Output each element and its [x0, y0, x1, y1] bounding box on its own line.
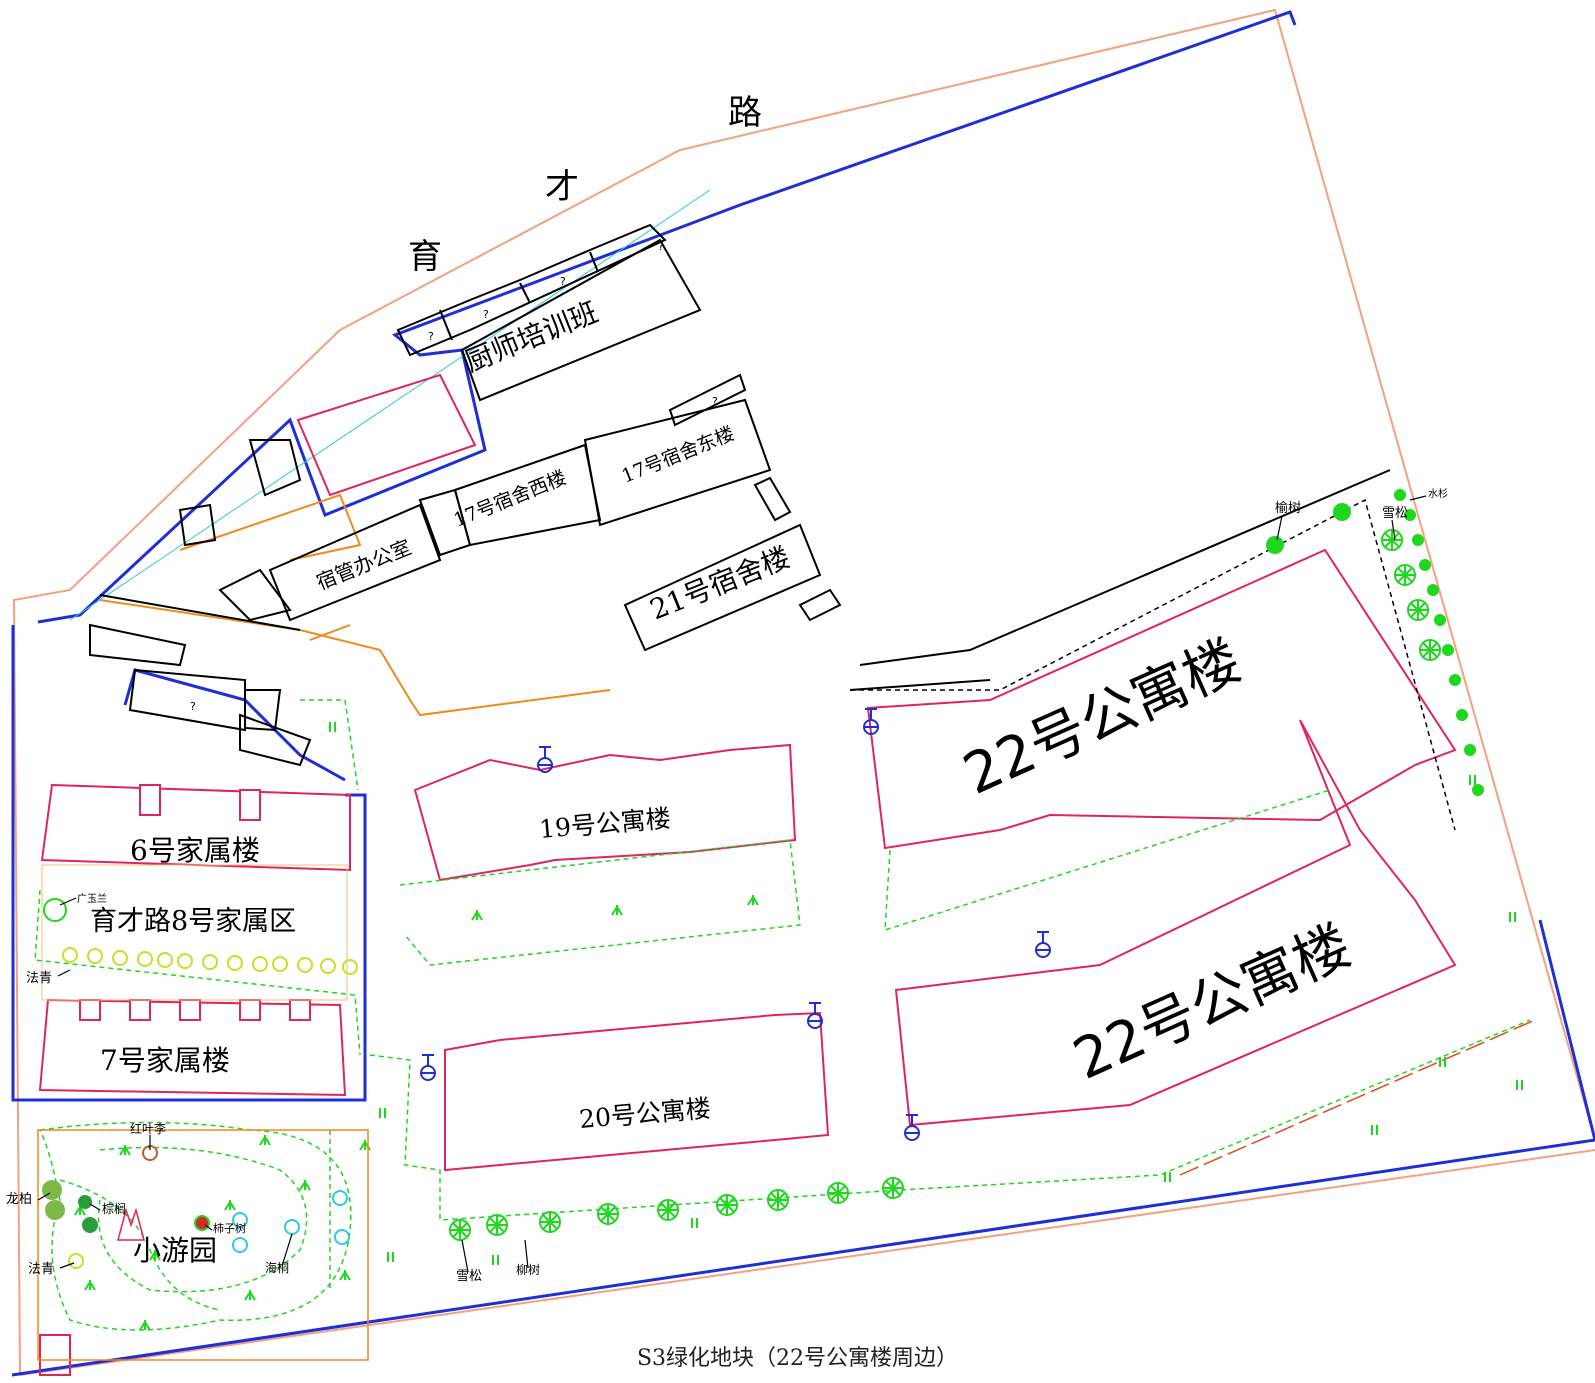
label-unknown-4: ?	[658, 240, 664, 253]
site-boundary	[11, 10, 1595, 1377]
label-persimmon: 柿子树	[213, 1221, 246, 1235]
road-char-3: 路	[728, 93, 762, 133]
blue-valves	[420, 708, 1051, 1141]
plane-tree-row	[62, 947, 358, 975]
paulownia-symbols	[232, 1190, 350, 1253]
map-labels: 育 才 路 厨师培训班 17号宿舍西楼 17号宿舍东楼 宿管办公室 21号宿舍楼…	[6, 93, 1448, 1284]
label-metasequoia: 水杉	[1428, 487, 1448, 500]
label-cedar: 雪松	[1382, 506, 1408, 521]
grass-markers	[329, 722, 1523, 1265]
cedar-symbols	[449, 529, 1441, 1241]
road-edge-lines	[12, 8, 1595, 1376]
label-family7: 7号家属楼	[100, 1044, 230, 1077]
road-char-1: 育	[408, 237, 442, 277]
label-plane-tree: 法青	[26, 971, 52, 986]
label-dorm17-west: 17号宿舍西楼	[451, 467, 570, 532]
label-plane-tree-2: 法青	[28, 1262, 54, 1277]
label-unknown-5: ?	[712, 395, 718, 408]
red-dashed-line	[1179, 1019, 1536, 1176]
grass-tufts	[74, 895, 759, 1331]
label-unknown-3: ?	[560, 275, 566, 288]
label-apt19: 19号公寓楼	[538, 804, 672, 844]
label-unknown-1: ?	[428, 330, 434, 343]
label-paulownia: 海桐	[265, 1260, 289, 1275]
label-dorm21: 21号宿舍楼	[645, 541, 794, 627]
garden-trees	[42, 898, 210, 1269]
family-area-frame	[41, 864, 348, 1001]
road-centerline	[69, 189, 711, 621]
map-caption: S3绿化地块（22号公寓楼周边）	[636, 1346, 959, 1371]
label-family-area: 育才路8号家属区	[90, 906, 296, 937]
label-red-plum: 红叶李	[130, 1121, 166, 1136]
label-family6: 6号家属楼	[130, 834, 260, 867]
label-apt22-south: 22号公寓楼	[1064, 913, 1360, 1092]
family6-notches	[139, 784, 261, 821]
label-apt22-north: 22号公寓楼	[954, 628, 1250, 807]
label-dorm17-east: 17号宿舍东楼	[619, 423, 738, 488]
road-char-2: 才	[545, 167, 579, 207]
label-chef-class: 厨师培训班	[460, 295, 602, 378]
black-dashed-fence	[850, 498, 1456, 831]
black-buildings	[89, 223, 1391, 767]
label-unknown-6: ?	[190, 700, 196, 713]
label-garden: 小游园	[133, 1234, 217, 1267]
label-juniper: 龙柏	[6, 1192, 32, 1207]
label-willow: 柳树	[516, 1262, 540, 1277]
label-magnolia: 广玉兰	[77, 892, 107, 905]
label-apt20: 20号公寓楼	[578, 1094, 712, 1134]
garden-frame	[37, 1129, 369, 1361]
label-palm: 棕榈	[102, 1201, 126, 1216]
label-cedar-2: 雪松	[456, 1269, 482, 1284]
leader-lines	[37, 495, 1427, 1273]
metasequoia-row	[1266, 489, 1484, 796]
label-elm: 榆树	[1275, 501, 1301, 516]
label-unknown-2: ?	[483, 308, 489, 321]
green-dashed-paths	[34, 699, 1531, 1331]
